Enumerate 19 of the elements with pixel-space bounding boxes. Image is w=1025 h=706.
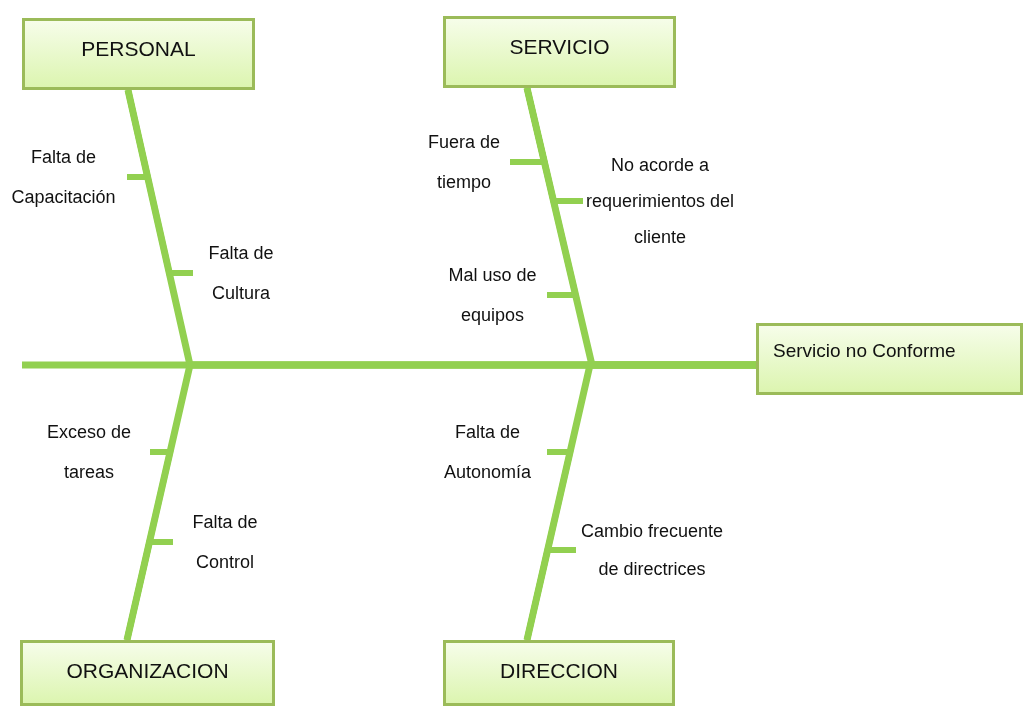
category-box: SERVICIO [443, 16, 676, 88]
bone-line [124, 539, 173, 641]
bone-line [524, 87, 580, 298]
cause-text: Falta de Cultura [195, 233, 287, 313]
cause-text: Falta de Capacitación [2, 137, 125, 217]
cause-text: Falta de Control [175, 502, 275, 582]
cause-text: Cambio frecuente de directrices [578, 512, 726, 588]
effect-box: Servicio no Conforme [756, 323, 1023, 395]
category-box: ORGANIZACION [20, 640, 275, 706]
cause-text: Fuera de tiempo [420, 122, 508, 202]
category-box: PERSONAL [22, 18, 255, 90]
category-box: DIRECCION [443, 640, 675, 706]
bone-line [523, 361, 756, 641]
cause-text: No acorde a requerimientos del cliente [585, 147, 735, 255]
cause-text: Exceso de tareas [30, 412, 148, 492]
cause-text: Falta de Autonomía [430, 412, 545, 492]
cause-text: Mal uso de equipos [440, 255, 545, 335]
bone-line [125, 89, 193, 276]
bone-line [524, 547, 576, 641]
